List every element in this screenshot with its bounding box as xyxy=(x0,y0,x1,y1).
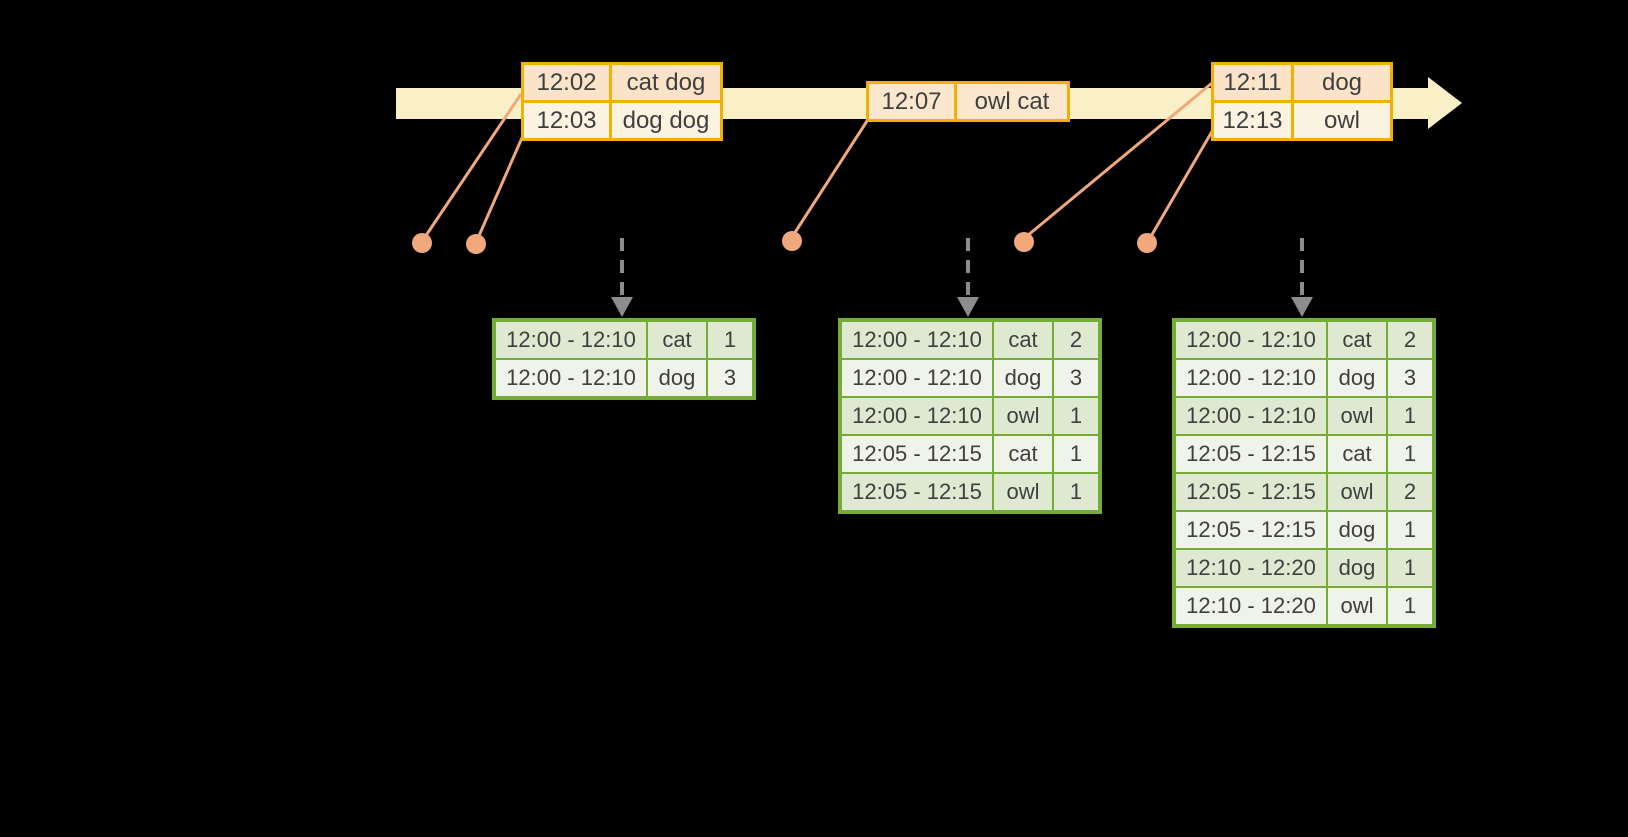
result-table-2: 12:00 - 12:10 cat 2 12:00 - 12:10 dog 3 … xyxy=(838,318,1102,514)
window-cell: 12:10 - 12:20 xyxy=(1176,550,1326,586)
window-cell: 12:05 - 12:15 xyxy=(1176,436,1326,472)
window-cell: 12:00 - 12:10 xyxy=(1176,360,1326,396)
event-box-1202-1203: 12:02 cat dog 12:03 dog dog xyxy=(521,62,723,141)
word-cell: dog xyxy=(994,360,1052,396)
count-cell: 3 xyxy=(708,360,752,396)
window-cell: 12:05 - 12:15 xyxy=(1176,512,1326,548)
count-cell: 1 xyxy=(1054,436,1098,472)
count-cell: 2 xyxy=(1388,322,1432,358)
count-cell: 2 xyxy=(1054,322,1098,358)
word-cell: cat xyxy=(1328,436,1386,472)
count-cell: 3 xyxy=(1388,360,1432,396)
window-cell: 12:05 - 12:15 xyxy=(842,474,992,510)
window-cell: 12:00 - 12:10 xyxy=(842,398,992,434)
count-cell: 3 xyxy=(1054,360,1098,396)
event-time-dot xyxy=(466,234,486,254)
word-cell: dog xyxy=(648,360,706,396)
event-connector-line xyxy=(423,93,523,238)
event-connector-line xyxy=(792,120,869,235)
result-table-3: 12:00 - 12:10 cat 2 12:00 - 12:10 dog 3 … xyxy=(1172,318,1436,628)
event-time-dot xyxy=(1014,232,1034,252)
word-cell: cat xyxy=(648,322,706,358)
word-cell: owl xyxy=(994,398,1052,434)
event-time-cell: 12:03 xyxy=(524,103,609,138)
event-words-cell: owl cat xyxy=(957,84,1067,119)
trigger-arrow-icon xyxy=(611,238,633,317)
window-cell: 12:00 - 12:10 xyxy=(842,360,992,396)
count-cell: 1 xyxy=(1388,436,1432,472)
window-cell: 12:05 - 12:15 xyxy=(1176,474,1326,510)
event-box-1207: 12:07 owl cat xyxy=(866,81,1070,122)
event-words-cell: dog dog xyxy=(612,103,720,138)
event-time-dot xyxy=(782,231,802,251)
event-connector-line xyxy=(1148,127,1216,239)
count-cell: 1 xyxy=(1054,398,1098,434)
word-cell: owl xyxy=(1328,588,1386,624)
event-time-cell: 12:02 xyxy=(524,65,609,100)
count-cell: 1 xyxy=(1388,398,1432,434)
event-time-cell: 12:13 xyxy=(1214,103,1291,138)
count-cell: 1 xyxy=(1054,474,1098,510)
word-cell: dog xyxy=(1328,512,1386,548)
event-time-dot xyxy=(412,233,432,253)
count-cell: 1 xyxy=(708,322,752,358)
window-cell: 12:00 - 12:10 xyxy=(496,322,646,358)
count-cell: 1 xyxy=(1388,512,1432,548)
window-cell: 12:00 - 12:10 xyxy=(1176,322,1326,358)
trigger-arrow-icon xyxy=(957,238,979,317)
result-table-1: 12:00 - 12:10 cat 1 12:00 - 12:10 dog 3 xyxy=(492,318,756,400)
count-cell: 1 xyxy=(1388,588,1432,624)
count-cell: 2 xyxy=(1388,474,1432,510)
event-time-cell: 12:11 xyxy=(1214,65,1291,100)
trigger-arrow-icon xyxy=(1291,238,1313,317)
event-words-cell: cat dog xyxy=(612,65,720,100)
event-words-cell: owl xyxy=(1294,103,1390,138)
event-words-cell: dog xyxy=(1294,65,1390,100)
word-cell: dog xyxy=(1328,360,1386,396)
count-cell: 1 xyxy=(1388,550,1432,586)
word-cell: owl xyxy=(1328,398,1386,434)
word-cell: cat xyxy=(994,436,1052,472)
word-cell: owl xyxy=(1328,474,1386,510)
window-cell: 12:05 - 12:15 xyxy=(842,436,992,472)
window-cell: 12:00 - 12:10 xyxy=(1176,398,1326,434)
word-cell: owl xyxy=(994,474,1052,510)
event-time-dot xyxy=(1137,233,1157,253)
timeline-arrowhead-icon xyxy=(1428,77,1462,129)
event-time-cell: 12:07 xyxy=(869,84,954,119)
window-cell: 12:00 - 12:10 xyxy=(496,360,646,396)
window-cell: 12:10 - 12:20 xyxy=(1176,588,1326,624)
word-cell: cat xyxy=(994,322,1052,358)
word-cell: dog xyxy=(1328,550,1386,586)
event-connector-line xyxy=(1026,81,1213,238)
event-box-1211-1213: 12:11 dog 12:13 owl xyxy=(1211,62,1393,141)
word-cell: cat xyxy=(1328,322,1386,358)
event-connector-line xyxy=(476,130,527,239)
window-cell: 12:00 - 12:10 xyxy=(842,322,992,358)
